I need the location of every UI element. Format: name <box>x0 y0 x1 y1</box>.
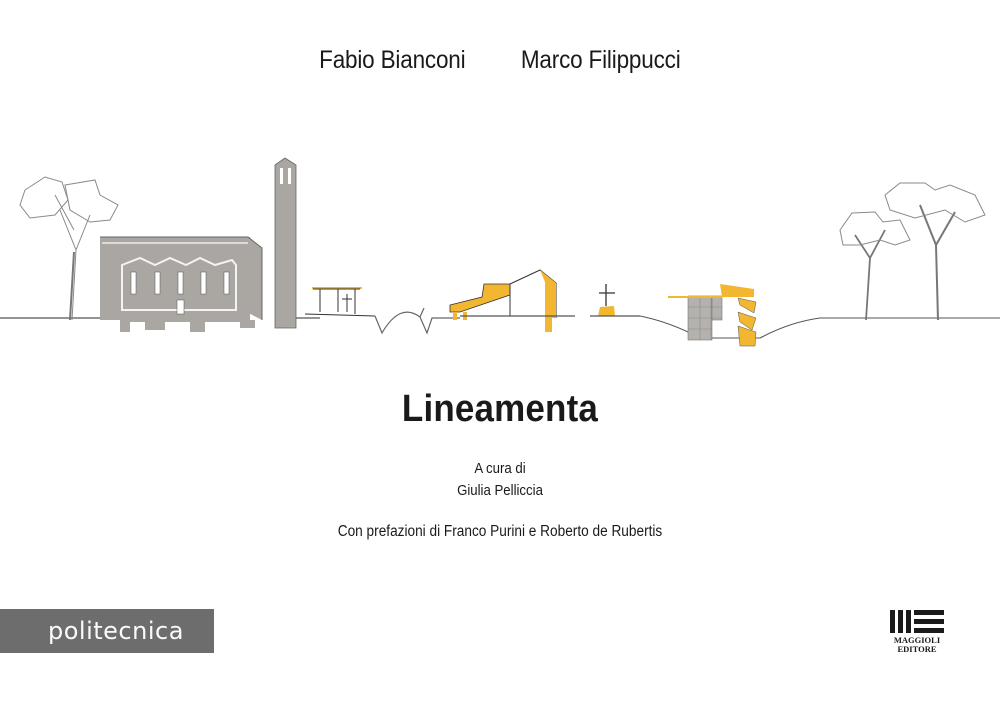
tree-icon <box>19 176 119 321</box>
authors: Fabio Bianconi Marco Filippucci <box>0 46 1000 75</box>
publisher-logo: MAGGIOLI EDITORE <box>890 610 944 654</box>
church-icon <box>100 236 263 332</box>
skyline-illustration <box>0 157 1000 347</box>
cross-icon <box>590 284 640 317</box>
trees-icon <box>839 182 986 321</box>
author-2: Marco Filippucci <box>520 46 681 74</box>
curator-block: A cura di Giulia Pelliccia <box>60 458 940 502</box>
maggioli-logo-icon <box>890 610 944 633</box>
curator-name: Giulia Pelliccia <box>457 482 543 499</box>
bell-tower-icon <box>274 157 297 329</box>
series-label: politecnica <box>0 609 214 653</box>
prefaces-line: Con prefazioni di Franco Purini e Robert… <box>337 523 663 540</box>
publisher-name: MAGGIOLI EDITORE <box>893 635 941 654</box>
canopy-cross-icon <box>304 287 376 317</box>
tower-block-icon <box>668 295 723 341</box>
spiral-stair-icon <box>720 284 757 347</box>
book-title: Lineamenta <box>401 388 599 430</box>
author-1: Fabio Bianconi <box>318 46 466 74</box>
modern-building-icon <box>449 269 575 332</box>
curator-label: A cura di <box>474 460 526 477</box>
